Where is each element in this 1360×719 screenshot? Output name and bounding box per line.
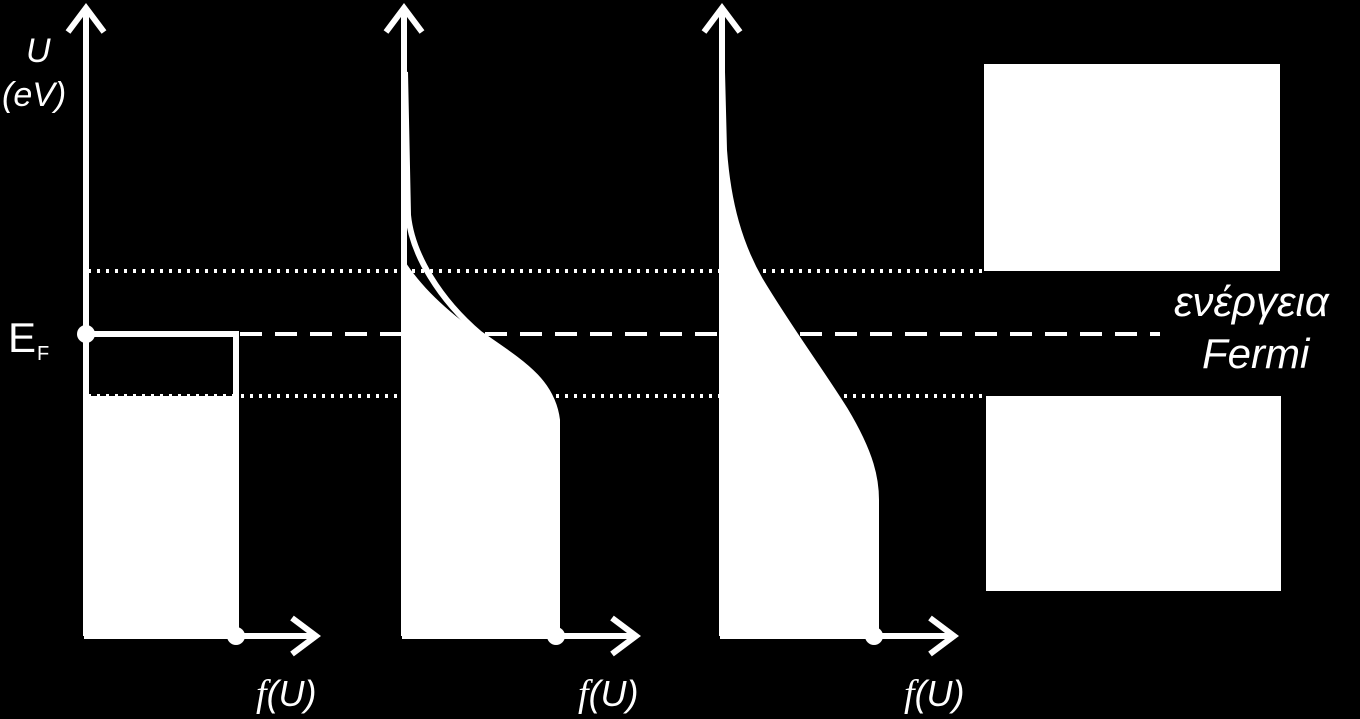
panel-wide-distribution [701,2,959,657]
filled-states-region [84,396,238,636]
energy-axis-unit: (eV) [2,76,67,114]
occupancy-axis-label-2: f(U) [578,672,639,716]
fermi-point-marker [77,325,95,343]
filled-states-region [722,150,876,636]
energy-axis-arrowhead [701,2,743,34]
energy-axis-symbol: U [26,32,51,70]
valence-band-block [986,396,1281,591]
fermi-energy-caption-line1: ενέργεια [1174,278,1329,325]
occupancy-axis-arrowhead [610,615,641,657]
distribution-curve [719,71,879,636]
occupancy-one-marker [547,627,565,645]
panel-narrow-distribution [383,2,641,657]
axis-label-arg: (U) [266,673,317,714]
axis-label-func: f [904,673,915,715]
filled-states-region [404,260,557,636]
occupancy-one-marker [227,627,245,645]
fermi-energy-symbol: E [8,314,37,361]
energy-axis-arrowhead [65,2,107,34]
step-curve [86,331,239,636]
conduction-band-block [984,64,1280,271]
distribution-curve [402,71,560,636]
axis-label-func: f [256,673,267,715]
axis-label-func: f [578,673,589,715]
fermi-energy-label: EF [8,314,49,366]
occupancy-axis-arrowhead [928,615,959,657]
fermi-energy-caption-line2: Fermi [1202,330,1310,377]
fermi-energy-subscript: F [37,343,50,365]
panel-step-distribution [65,2,321,657]
occupancy-axis-label-1: f(U) [256,672,317,716]
occupancy-one-marker [865,627,883,645]
occupancy-axis-arrowhead [290,615,321,657]
energy-axis-arrowhead [383,2,425,34]
occupancy-axis-label-3: f(U) [904,672,965,716]
axis-label-arg: (U) [914,673,965,714]
axis-label-arg: (U) [588,673,639,714]
